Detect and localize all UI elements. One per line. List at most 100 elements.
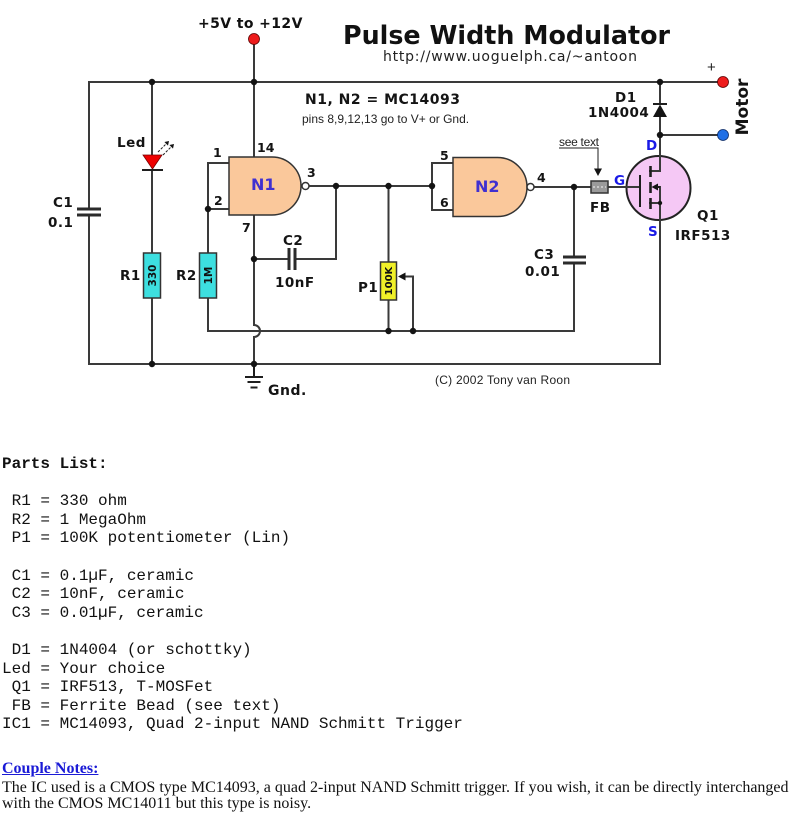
emission-arrow-line (157, 143, 167, 153)
part-row: FB = Ferrite Bead (see text) (2, 697, 463, 716)
part-ref: C2 (11, 585, 31, 604)
junction-dot (148, 360, 156, 368)
nand-gate-n1: N1 (228, 156, 310, 216)
c2-ref-label: C2 (283, 233, 303, 249)
part-ref: FB (11, 696, 31, 715)
potentiometer-p1: 100K (379, 261, 406, 301)
capacitor-c3 (563, 255, 586, 265)
part-value: 1 MegaOhm (59, 510, 147, 529)
fb-ref-label: FB (590, 200, 611, 216)
part-separator: = (30, 659, 60, 678)
emission-arrow-head (169, 144, 174, 149)
part-ref: R1 (11, 492, 31, 511)
ground-label: Gnd. (268, 383, 307, 399)
n2-pin-in-b-label: 6 (440, 195, 449, 210)
spacer (2, 622, 463, 641)
c3-ref-label: C3 (534, 247, 554, 263)
gate-n1-label: N1 (251, 175, 276, 194)
part-separator: = (30, 603, 60, 622)
n1-pin-in-b-label: 2 (214, 193, 223, 208)
resistor-r2-value: 1M (203, 267, 215, 285)
n1-pin-vss-label: 7 (242, 220, 251, 235)
supply-voltage-label: +5V to +12V (198, 16, 303, 32)
resistor-r1-body (142, 252, 162, 299)
gate-n2-label: N2 (475, 177, 500, 196)
ground-icon (245, 364, 263, 389)
part-value: 1N4004 (or schottky) (59, 640, 252, 659)
diode-d1 (653, 103, 667, 117)
capacitor-c1 (77, 207, 101, 217)
wire-n1-vss-with-hop (253, 214, 261, 365)
r1-ref-label: R1 (120, 268, 141, 284)
junction-dot (428, 182, 436, 190)
ferrite-bead-body (590, 180, 609, 194)
junction-dot (385, 182, 392, 190)
circuit-schematic: +5V to +12V Pulse Width Modulator http:/… (48, 16, 753, 399)
junction-dot (204, 205, 212, 213)
parts-list-heading: Parts List: (2, 455, 108, 473)
q1-value-label: IRF513 (675, 228, 731, 244)
part-row: C1 = 0.1µF, ceramic (2, 567, 463, 586)
capacitor-c2 (287, 248, 297, 270)
part-separator: = (30, 585, 60, 604)
r2-ref-label: R2 (176, 268, 197, 284)
diode-d1-triangle (653, 104, 667, 117)
potentiometer-p1-body (379, 261, 398, 301)
wire-n1-inputs (207, 162, 230, 210)
see-text-arrow-icon (594, 168, 602, 176)
potentiometer-wiper-arrow-icon (398, 272, 406, 281)
n1-pin-out-label: 3 (307, 165, 316, 180)
copyright-notice: (C) 2002 Tony van Roon (435, 373, 570, 387)
gate-n1-body (228, 156, 302, 216)
part-ref: Q1 (11, 678, 31, 697)
wire-p1-wiper (404, 275, 414, 332)
nand-gate-n2: N2 (452, 156, 535, 218)
q1-drain-label: D (646, 138, 657, 154)
q1-ref-label: Q1 (697, 208, 719, 224)
junction-dot (409, 327, 417, 335)
part-row: C3 = 0.01µF, ceramic (2, 604, 463, 623)
supply-terminal (248, 33, 260, 45)
part-ref: D1 (11, 640, 31, 659)
n1-pin-in-a-label: 1 (213, 145, 222, 160)
junction-dot (656, 131, 664, 139)
led-triangle (142, 154, 163, 170)
part-value: Ferrite Bead (see text) (59, 696, 281, 715)
motor-plus-label: + (707, 59, 716, 76)
part-value: 330 ohm (59, 492, 127, 511)
junction-dot (250, 255, 258, 263)
p1-ref-label: P1 (358, 280, 378, 296)
motor-positive-terminal (717, 76, 729, 88)
motor-negative-terminal (717, 129, 729, 141)
gate-n1-inverter-bubble (301, 181, 310, 191)
notes-heading-row: Couple Notes: (2, 760, 798, 780)
c2-value-label: 10nF (275, 275, 315, 291)
part-ref: IC1 (2, 715, 31, 734)
c1-value-label: 0.1 (48, 215, 73, 231)
ferrite-bead (590, 180, 609, 194)
couple-notes-link[interactable]: Couple Notes: (2, 760, 99, 777)
wires (88, 38, 724, 365)
spacer (2, 548, 463, 567)
light-emission-arrows-icon (157, 141, 174, 156)
part-separator: = (30, 510, 60, 529)
author-url: http://www.uoguelph.ca/~antoon (383, 49, 637, 65)
resistor-r2: 1M (198, 252, 218, 299)
ic-unused-pins-note: pins 8,9,12,13 go to V+ or Gnd. (302, 112, 469, 126)
junction-dot (656, 78, 664, 86)
ic-type-note: N1, N2 = MC14093 (305, 92, 461, 108)
emission-arrow-head (164, 141, 169, 146)
see-text-label: see text (559, 135, 600, 149)
n2-pin-in-a-label: 5 (440, 148, 449, 163)
part-row: P1 = 100K potentiometer (Lin) (2, 529, 463, 548)
part-separator: = (30, 715, 60, 734)
motor-label: Motor (733, 78, 753, 135)
spacer (2, 474, 463, 493)
led (142, 141, 174, 171)
q1-source-label: S (648, 224, 658, 240)
part-separator: = (30, 566, 60, 585)
potentiometer-p1-value: 100K (384, 265, 395, 295)
junction-dot (250, 360, 258, 368)
part-separator: = (30, 529, 60, 548)
part-separator: = (30, 640, 60, 659)
